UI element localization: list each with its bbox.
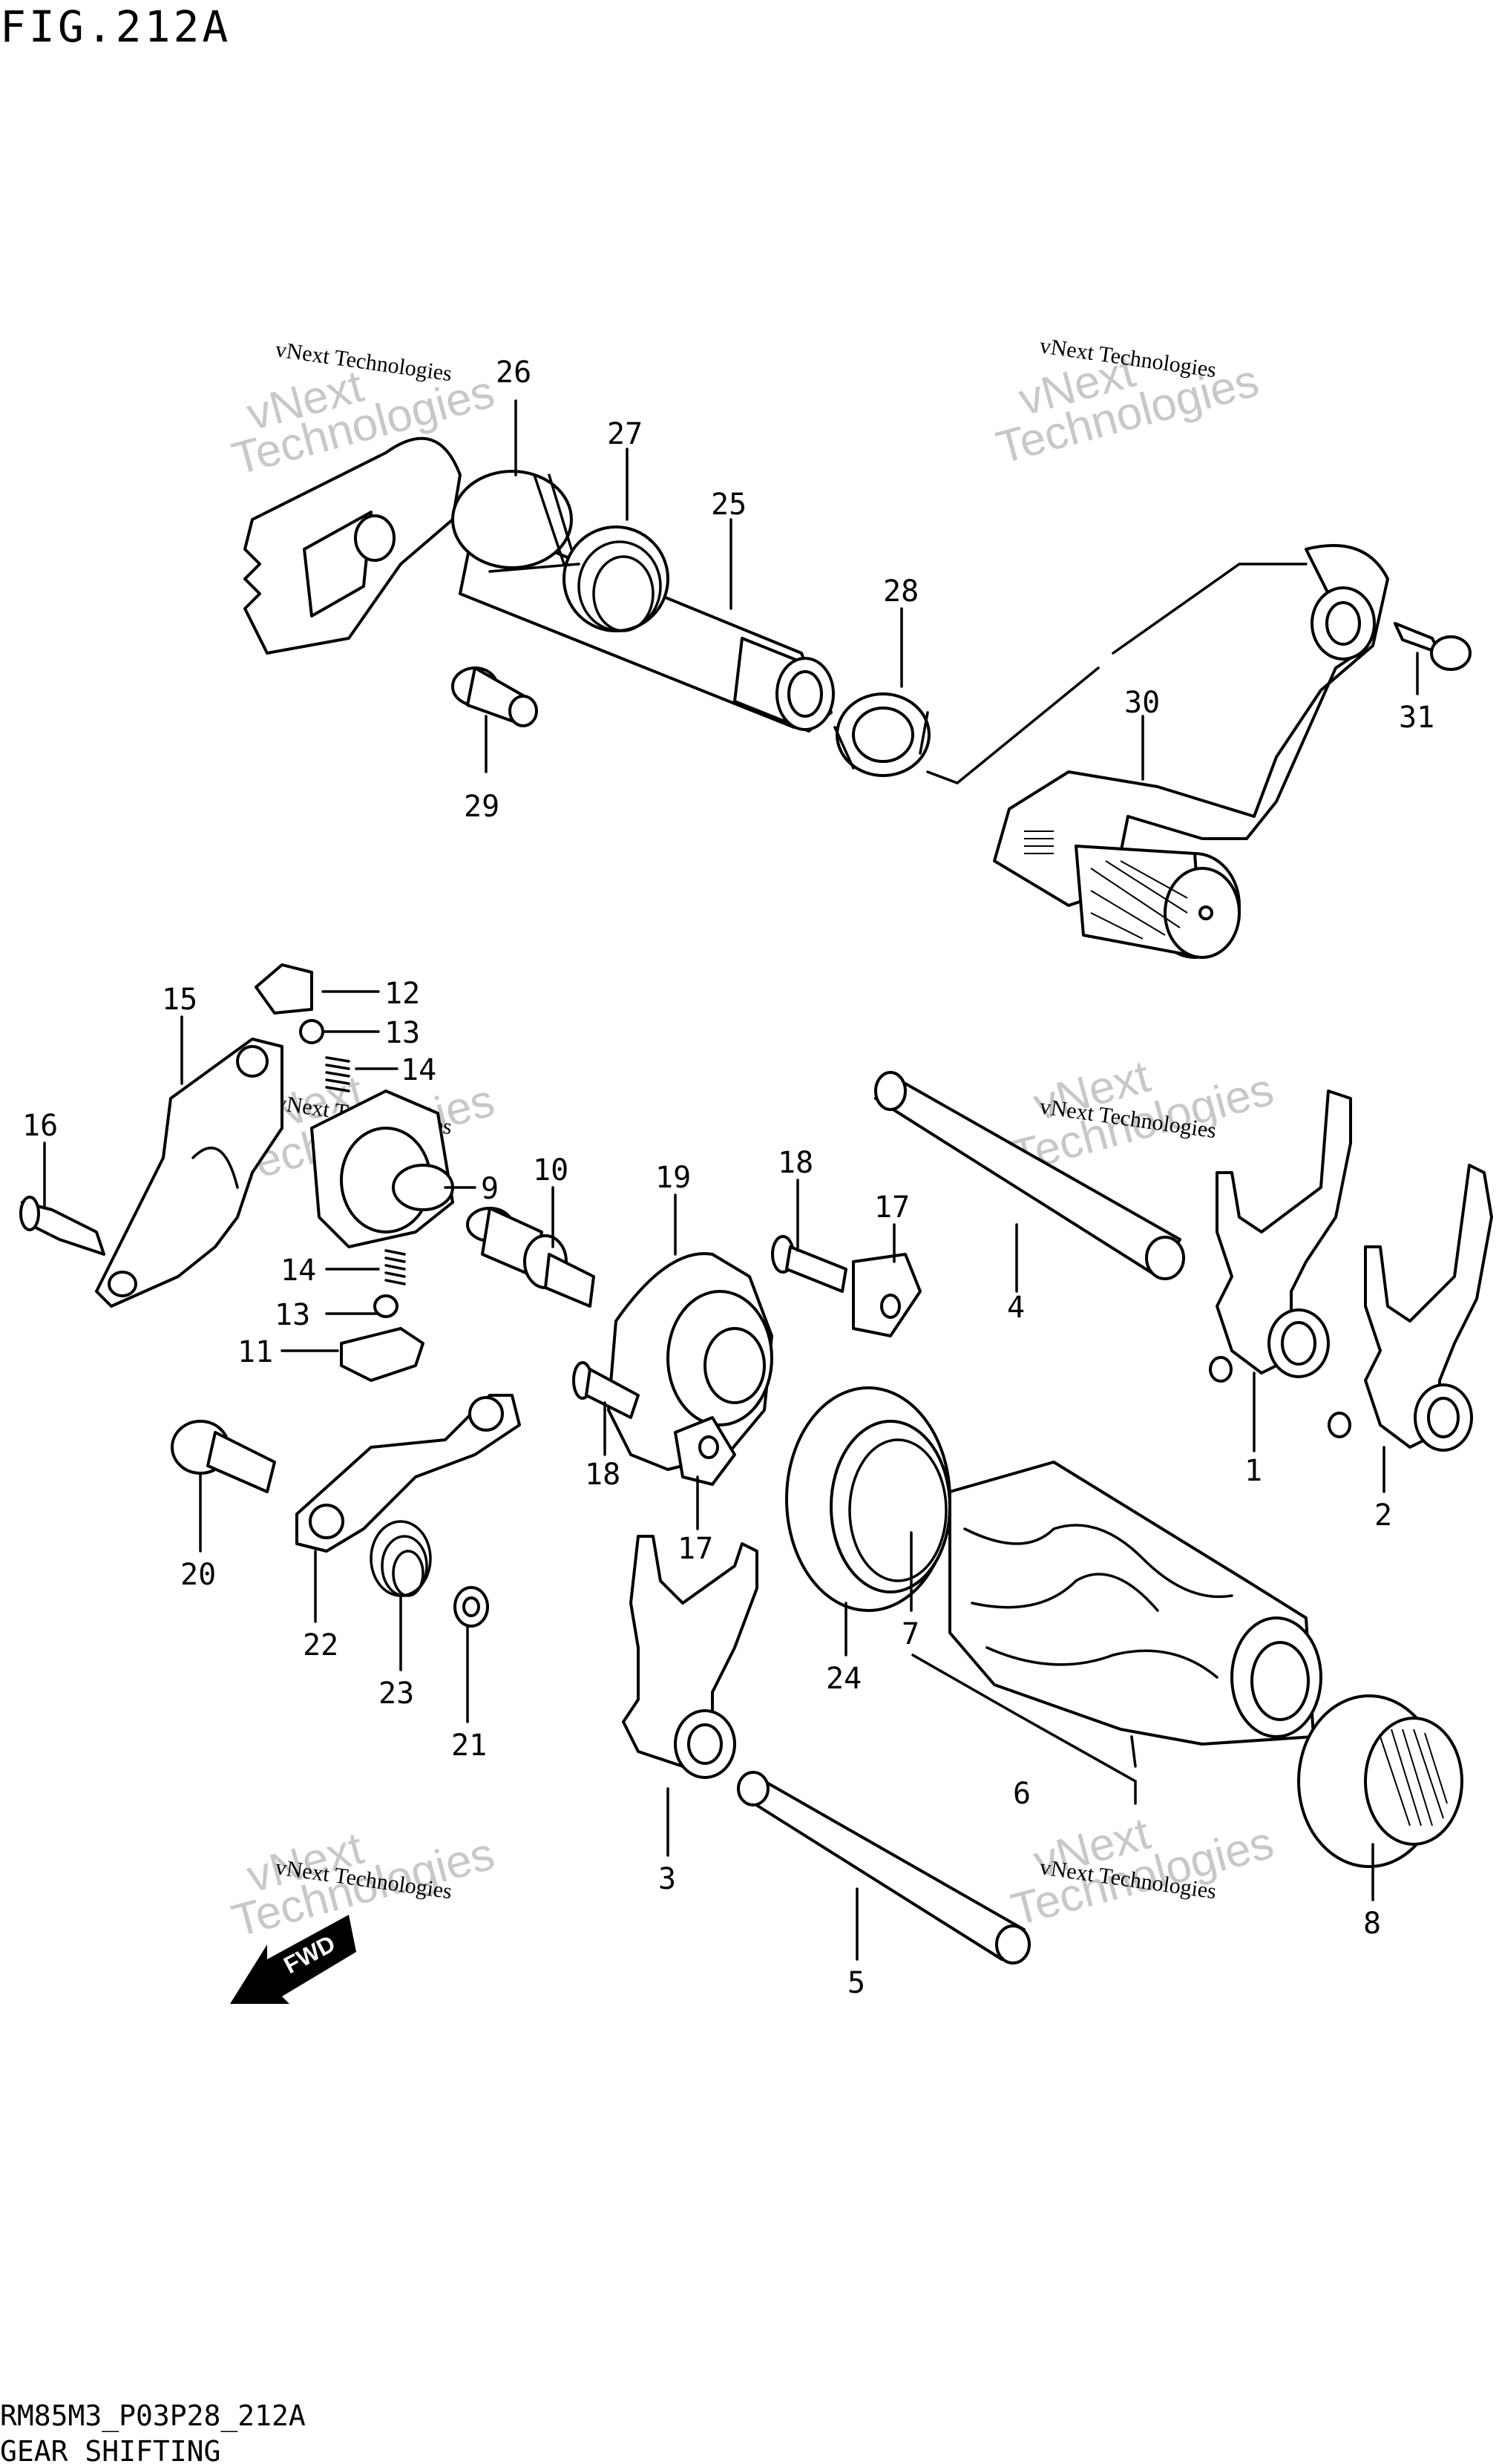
label-18-left: 18 bbox=[585, 1458, 620, 1492]
label-7: 7 bbox=[902, 1617, 919, 1651]
label-20: 20 bbox=[180, 1558, 216, 1592]
label-31: 31 bbox=[1399, 701, 1434, 735]
watermark-bottom-right: vNext Technologies vNext Technologies bbox=[1006, 1808, 1279, 1936]
label-18-right: 18 bbox=[778, 1146, 813, 1180]
bolt-part-18-right bbox=[771, 1235, 847, 1293]
label-6: 6 bbox=[1013, 1777, 1031, 1811]
label-1: 1 bbox=[1244, 1454, 1262, 1488]
label-21: 21 bbox=[451, 1729, 487, 1763]
label-26: 26 bbox=[496, 355, 531, 390]
pin-part-13-top bbox=[299, 1019, 324, 1044]
watermark-top-right: vNext Technologies vNext Technologies bbox=[991, 333, 1264, 474]
washer-part-21 bbox=[453, 1586, 489, 1628]
bolt-part-31 bbox=[1394, 622, 1472, 671]
bearing-part-8 bbox=[1297, 1694, 1463, 1868]
gearshift-cam-drum-part-6 bbox=[948, 1461, 1322, 1746]
shift-arm-part-22 bbox=[295, 1394, 521, 1553]
bolt-part-10 bbox=[466, 1207, 595, 1308]
label-24: 24 bbox=[826, 1662, 862, 1696]
fork-shaft-part-5 bbox=[737, 1771, 1031, 1965]
label-11: 11 bbox=[237, 1335, 273, 1369]
figure-code: RM85M3_P03P28_212A bbox=[0, 2399, 306, 2433]
label-4: 4 bbox=[1007, 1291, 1025, 1325]
label-22: 22 bbox=[303, 1628, 338, 1662]
shaft-to-pedal-line bbox=[926, 563, 1308, 784]
label-5: 5 bbox=[847, 1966, 865, 2000]
label-25: 25 bbox=[711, 488, 747, 522]
label-8: 8 bbox=[1363, 1907, 1381, 1941]
label-19: 19 bbox=[655, 1161, 691, 1195]
label-15: 15 bbox=[162, 983, 197, 1017]
shift-fork-part-1 bbox=[1209, 1090, 1352, 1383]
oil-seal-part-28 bbox=[833, 692, 931, 777]
pawl-part-12 bbox=[255, 963, 313, 1015]
shift-fork-part-2 bbox=[1328, 1164, 1493, 1452]
pin-part-13-bottom bbox=[373, 1294, 398, 1318]
label-10: 10 bbox=[533, 1153, 568, 1187]
label-9: 9 bbox=[481, 1172, 499, 1206]
spring-part-14-bottom bbox=[384, 1249, 406, 1285]
label-28: 28 bbox=[883, 574, 919, 609]
pin-part-29 bbox=[451, 666, 538, 727]
label-14-top: 14 bbox=[401, 1053, 436, 1087]
label-17-right: 17 bbox=[874, 1190, 910, 1225]
retainer-part-17-right bbox=[852, 1253, 922, 1337]
label-12: 12 bbox=[384, 977, 420, 1011]
label-27: 27 bbox=[607, 417, 643, 451]
cam-driven-gear-part-19 bbox=[607, 1252, 773, 1471]
label-2: 2 bbox=[1374, 1498, 1392, 1533]
stopper-bolt-part-16 bbox=[19, 1196, 105, 1256]
shift-fork-part-3 bbox=[622, 1535, 758, 1779]
figure-title: FIG.212A bbox=[0, 1, 231, 52]
stopper-plate-part-15 bbox=[95, 1038, 283, 1308]
return-spring-part-27 bbox=[488, 525, 669, 632]
spring-part-14-top bbox=[325, 1056, 350, 1092]
label-30: 30 bbox=[1124, 686, 1160, 720]
leader-lines bbox=[43, 399, 1419, 1961]
label-13-top: 13 bbox=[384, 1016, 420, 1050]
gearshift-stopper-part-9 bbox=[310, 1090, 454, 1248]
label-29: 29 bbox=[464, 790, 499, 824]
label-23: 23 bbox=[378, 1677, 414, 1711]
part-labels: 26 27 25 28 30 31 29 12 13 14 15 16 9 10… bbox=[22, 355, 1434, 2000]
section-title: GEAR SHIFTING bbox=[0, 2435, 220, 2464]
label-13-bottom: 13 bbox=[275, 1298, 310, 1332]
retainer-part-17-left bbox=[674, 1416, 736, 1486]
shift-pedal-part-30 bbox=[993, 544, 1389, 959]
label-17-left: 17 bbox=[678, 1532, 713, 1566]
shift-arm-part-26 bbox=[243, 436, 573, 655]
spring-part-23 bbox=[370, 1520, 432, 1597]
bolt-part-20 bbox=[171, 1420, 276, 1493]
watermark-bottom-left: vNext Technologies vNext Technologies bbox=[227, 1823, 499, 1947]
label-14-bottom: 14 bbox=[281, 1254, 316, 1288]
bearing-part-24 bbox=[785, 1386, 951, 1612]
bolt-part-18-left bbox=[572, 1361, 640, 1419]
label-3: 3 bbox=[658, 1862, 676, 1896]
pawl-part-11 bbox=[340, 1327, 424, 1382]
fork-shaft-part-4 bbox=[874, 1071, 1185, 1280]
label-16: 16 bbox=[22, 1109, 58, 1143]
